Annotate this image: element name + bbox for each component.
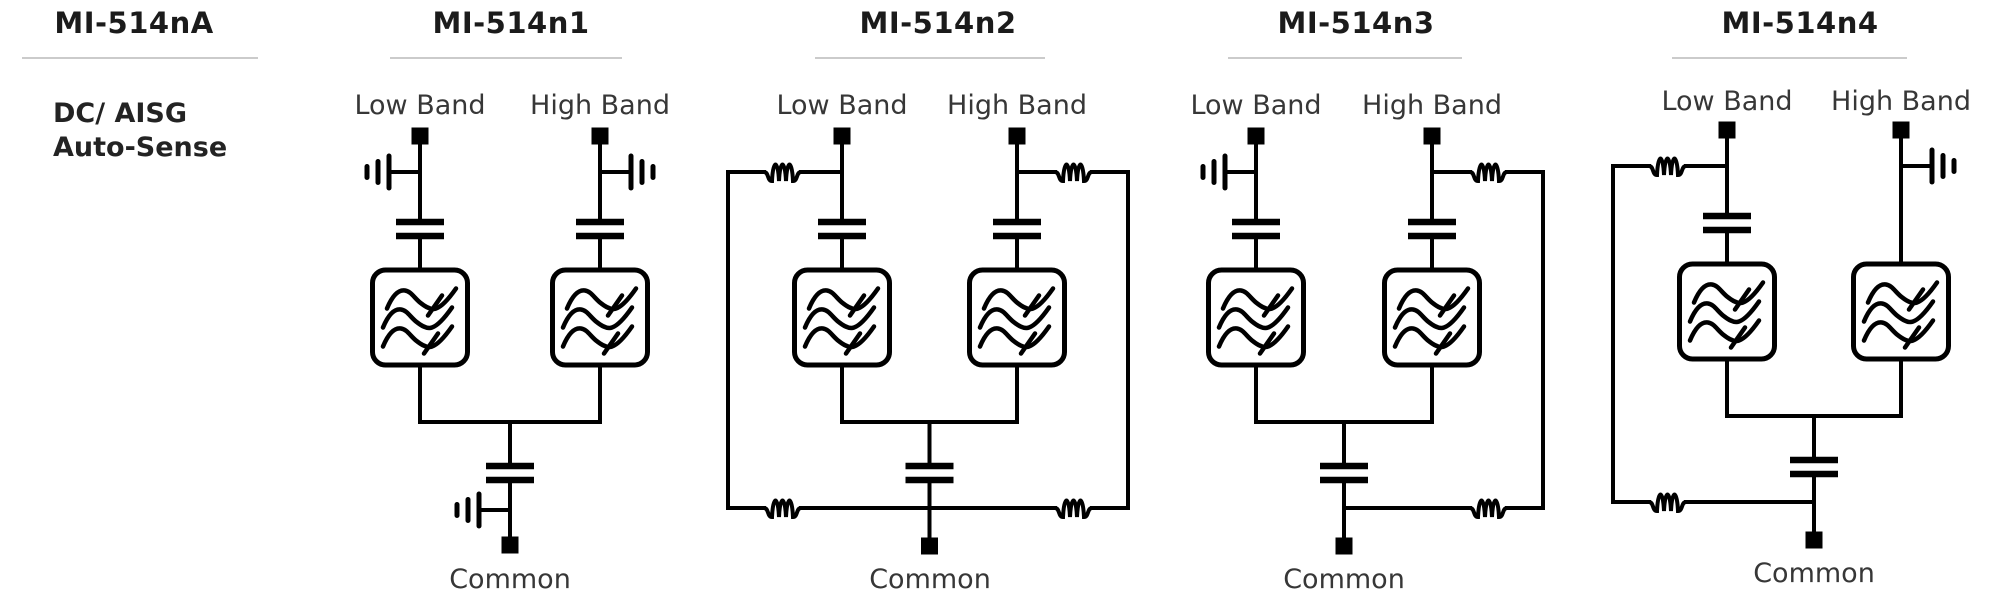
circuit-MI-514n2	[726, 127, 1130, 555]
port-label-low-band: Low Band	[776, 90, 908, 121]
inductor-icon	[1468, 498, 1509, 520]
common-series-capacitor	[1790, 456, 1838, 478]
header-underline	[1228, 57, 1462, 59]
ground-icon	[1200, 153, 1258, 191]
band-pass-filter-icon	[550, 267, 650, 368]
common-port	[921, 537, 938, 555]
band-pass-filter-icon	[1851, 261, 1951, 362]
inductor-icon	[1053, 498, 1094, 520]
series-capacitor	[1232, 218, 1280, 240]
port-label-high-band: High Band	[530, 90, 670, 121]
low-band-port	[1718, 121, 1736, 139]
series-capacitor	[1703, 212, 1751, 234]
column-header-mi-514n3: MI-514n3	[1277, 6, 1435, 40]
band-pass-filter-icon	[1677, 261, 1777, 362]
low-band-port	[1247, 127, 1265, 145]
port-label-common: Common	[869, 564, 991, 595]
common-series-capacitor	[905, 462, 954, 484]
port-label-common: Common	[1283, 564, 1405, 595]
column-header-mi-514n2: MI-514n2	[859, 6, 1017, 40]
inductor-icon	[762, 162, 803, 184]
high-band-port	[1423, 127, 1441, 145]
common-port	[1335, 537, 1353, 555]
column-header-mi-514n4: MI-514n4	[1721, 6, 1879, 40]
series-capacitor	[818, 218, 866, 240]
high-band-port	[591, 127, 609, 145]
header-underline	[22, 57, 258, 59]
common-port	[501, 536, 519, 554]
inductor-icon	[762, 498, 803, 520]
circuit-MI-514n3	[1200, 127, 1545, 555]
ground-icon	[364, 153, 422, 191]
high-band-port	[1892, 121, 1910, 139]
circuit-MI-514n4	[1611, 121, 1957, 549]
common-series-capacitor	[486, 462, 534, 484]
ground-icon	[454, 491, 512, 529]
port-label-low-band: Low Band	[1661, 86, 1793, 117]
band-pass-filter-icon	[792, 267, 892, 368]
band-pass-filter-icon	[1382, 267, 1482, 368]
port-label-high-band: High Band	[1362, 90, 1502, 121]
port-label-low-band: Low Band	[1190, 90, 1322, 121]
port-label-low-band: Low Band	[354, 90, 486, 121]
inductor-icon	[1053, 162, 1094, 184]
high-band-port	[1008, 127, 1026, 145]
ground-icon	[598, 153, 656, 191]
inductor-icon	[1468, 162, 1509, 184]
port-label-high-band: High Band	[947, 90, 1087, 121]
series-capacitor	[576, 218, 624, 240]
series-capacitor	[396, 218, 444, 240]
header-underline	[390, 57, 622, 59]
circuit-MI-514n1	[364, 127, 656, 554]
column-header-mi-514n1: MI-514n1	[432, 6, 590, 40]
inductor-icon	[1647, 156, 1688, 178]
common-series-capacitor	[1320, 462, 1368, 484]
ground-icon	[1899, 147, 1957, 185]
row-label-dc-aisg-auto-sense: DC/ AISG Auto-Sense	[53, 98, 228, 163]
port-label-common: Common	[1753, 558, 1875, 589]
low-band-port	[833, 127, 851, 145]
header-underline	[1672, 57, 1907, 59]
band-pass-filter-icon	[370, 267, 470, 368]
port-label-common: Common	[449, 564, 571, 595]
band-pass-filter-icon	[967, 267, 1067, 368]
low-band-port	[411, 127, 429, 145]
header-underline	[815, 57, 1045, 59]
common-port	[1805, 531, 1823, 549]
band-pass-filter-icon	[1206, 267, 1306, 368]
column-header-mi-514na: MI-514nA	[54, 6, 214, 40]
inductor-icon	[1647, 492, 1688, 514]
series-capacitor	[1408, 218, 1456, 240]
port-label-high-band: High Band	[1831, 86, 1971, 117]
series-capacitor	[993, 218, 1041, 240]
